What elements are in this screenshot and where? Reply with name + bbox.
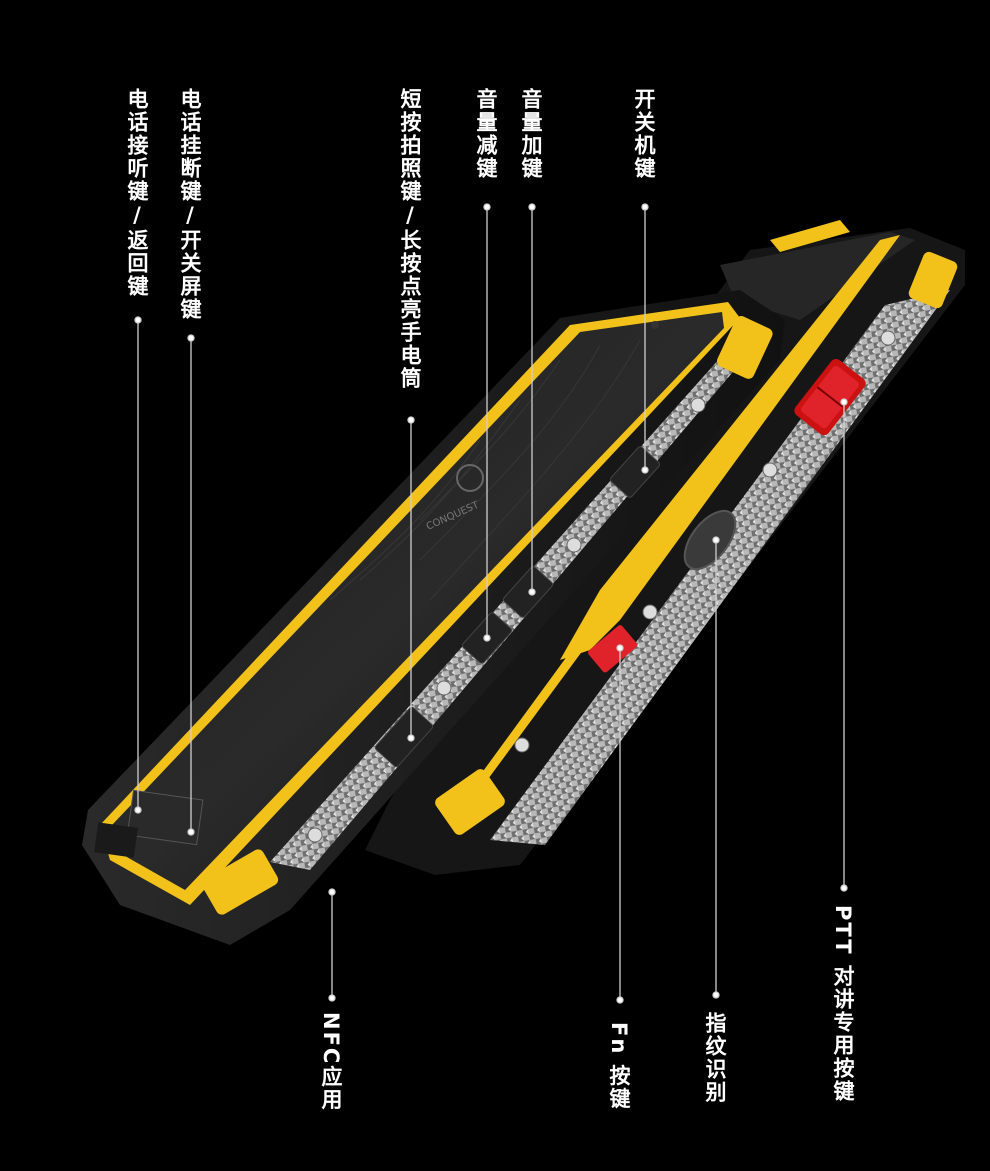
fingerprint-sensor[interactable] [675,502,745,578]
label-power: 开关机键 [632,88,656,180]
screw-icon [642,604,658,620]
label-volume-down: 音量减键 [474,88,498,180]
front-phone: CONQUEST [82,290,785,945]
screw-icon [436,680,452,696]
front-camera-icon [651,321,659,329]
label-camera-torch: 短按拍照键/长按点亮手电筒 [398,88,422,390]
label-hangup-screen: 电话挂断键/开关屏键 [178,88,202,321]
rear-phone-top [720,232,915,320]
screw-icon [307,827,323,843]
label-ptt: PTT 对讲专用按键 [831,905,855,1103]
screw-icon [690,397,706,413]
front-bumper-top [717,316,773,379]
power-button[interactable] [609,446,661,499]
rear-phone-yellow-rail [462,430,745,800]
rear-bumper-top-edge [770,220,850,252]
label-answer-back: 电话接听键/返回键 [125,88,149,298]
volume-up-button[interactable] [502,566,554,619]
screw-icon [880,330,896,346]
screw-icon [514,737,530,753]
front-phone-screen [112,312,724,890]
label-fn: Fn 按键 [607,1022,631,1111]
rear-phone [365,220,965,875]
rear-bumper-bottom [435,769,505,835]
screw-icon [762,462,778,478]
brand-logo-icon [456,464,484,492]
label-nfc: NFC应用 [319,1012,343,1112]
camera-button[interactable] [374,706,434,768]
label-fingerprint: 指纹识别 [703,1012,727,1104]
screw-icon [566,537,582,553]
speaker-grill [94,822,138,858]
rear-bumper-top [908,251,958,309]
fn-key[interactable] [587,624,639,674]
label-volume-up: 音量加键 [519,88,543,180]
front-bumper-bottom [201,849,279,915]
ptt-key[interactable] [792,357,868,438]
bottom-port [126,789,204,846]
rear-phone-side-panel [490,290,950,845]
screen-wave-texture [329,339,641,601]
leader-lines [134,203,848,1004]
